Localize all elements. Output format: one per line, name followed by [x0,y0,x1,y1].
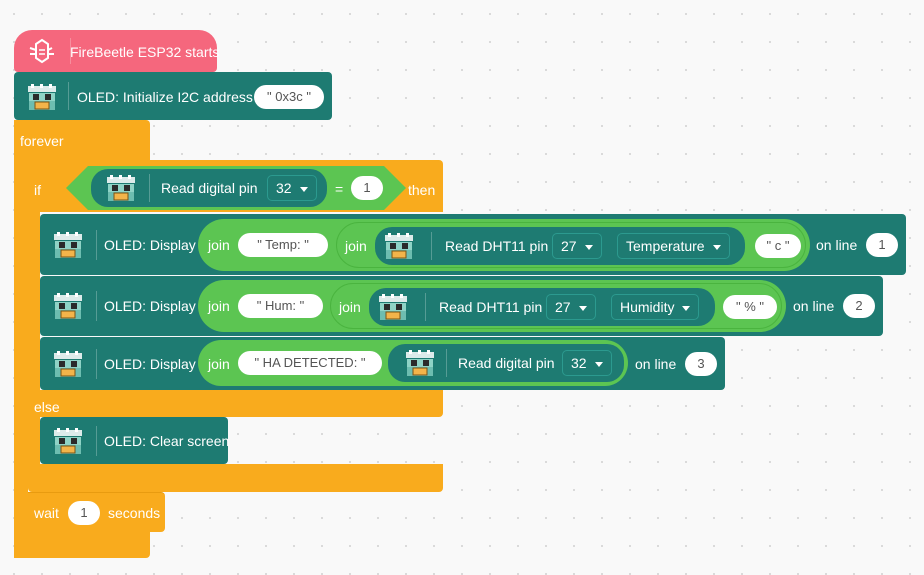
oled-icon [105,174,137,202]
oled-icon [404,349,436,377]
read-dht11-block[interactable]: Read DHT11 pin 27 Temperature [375,227,745,265]
join-block-1b[interactable]: join Read DHT11 pin 27 Temperature " c " [336,222,806,268]
read-dht11-block[interactable]: Read DHT11 pin 27 Humidity [369,288,715,326]
oled-display-label: OLED: Display [104,237,196,253]
pin-dropdown[interactable]: 32 [267,175,317,201]
read-dht11-label: Read DHT11 pin [445,238,549,254]
chevron-down-icon [712,244,721,250]
pin-dropdown[interactable]: 32 [562,350,612,376]
firebeetle-icon [26,38,58,66]
oled-display-label: OLED: Display [104,298,196,314]
read-digital-pin-block[interactable]: Read digital pin 32 [388,344,624,382]
wait-block[interactable]: wait 1 seconds [28,492,165,532]
oled-clear-block[interactable]: OLED: Clear screen [40,417,230,464]
join-block-1[interactable]: join " Temp: " join Read DHT11 pin 27 Te… [198,219,810,271]
else-bar [28,390,443,417]
if-label: if [34,182,41,198]
hat-label: FireBeetle ESP32 starts [70,44,220,60]
if-left-arm [28,210,40,472]
join-block-2b[interactable]: join Read DHT11 pin 27 Humidity " % " [330,283,782,329]
join-label: join [208,356,230,372]
read-digital-label: Read digital pin [458,355,555,371]
chevron-down-icon [682,305,691,311]
wait-label: wait [34,505,59,521]
text-hum[interactable]: " Hum: " [238,294,323,318]
hat-block[interactable]: FireBeetle ESP32 starts [14,30,220,72]
oled-icon [52,231,84,259]
chevron-down-icon [578,305,587,311]
line-number[interactable]: 3 [685,352,717,376]
oled-icon [52,292,84,320]
oled-icon [377,293,409,321]
pin-dropdown[interactable]: 27 [546,294,596,320]
oled-init-block[interactable]: OLED: Initialize I2C address " 0x3c " [14,72,332,120]
on-line-label: on line [635,356,677,372]
oled-init-label: OLED: Initialize I2C address [77,89,253,105]
on-line-label: on line [816,237,858,253]
forever-block[interactable] [14,120,150,160]
pin-dropdown[interactable]: 27 [552,233,602,259]
address-field[interactable]: " 0x3c " [254,85,324,109]
text-temp[interactable]: " Temp: " [238,233,328,257]
oled-icon [26,83,58,111]
chevron-down-icon [594,361,603,367]
oled-display-2[interactable]: OLED: Display join " Hum: " join Read DH… [40,276,883,336]
join-block-2[interactable]: join " Hum: " join Read DHT11 pin 27 Hum… [198,280,786,332]
wait-unit: seconds [108,505,161,521]
line-number[interactable]: 2 [843,294,875,318]
equals-operator: = [335,181,344,197]
text-unit-c[interactable]: " c " [755,234,801,258]
oled-icon [383,232,415,260]
measure-dropdown[interactable]: Humidity [611,294,700,320]
condition-value[interactable]: 1 [351,176,383,200]
read-digital-pin-block[interactable]: Read digital pin 32 [91,169,327,207]
measure-dropdown[interactable]: Temperature [617,233,730,259]
read-digital-label: Read digital pin [161,180,258,196]
else-label: else [34,399,60,415]
chevron-down-icon [584,244,593,250]
oled-display-3[interactable]: OLED: Display join " HA DETECTED: " Read… [40,337,725,390]
line-number[interactable]: 1 [866,233,898,257]
if-bottom [28,464,443,492]
join-label: join [339,299,361,315]
forever-label: forever [20,133,64,149]
read-dht11-label: Read DHT11 pin [439,299,543,315]
join-label: join [208,237,230,253]
join-label: join [345,238,367,254]
oled-clear-label: OLED: Clear screen [104,433,230,449]
forever-left-arm [14,158,28,558]
forever-bottom [14,530,150,558]
oled-display-label: OLED: Display [104,356,196,372]
text-ha-detected[interactable]: " HA DETECTED: " [238,351,382,375]
oled-icon [52,350,84,378]
chevron-down-icon [299,186,308,192]
on-line-label: on line [793,298,835,314]
wait-value[interactable]: 1 [68,501,100,525]
join-block-3[interactable]: join " HA DETECTED: " Read digital pin 3… [198,340,628,386]
then-label: then [408,182,436,198]
oled-icon [52,427,84,455]
text-unit-percent[interactable]: " % " [723,295,777,319]
join-label: join [208,298,230,314]
oled-display-1[interactable]: OLED: Display join " Temp: " join Read D… [40,214,906,275]
